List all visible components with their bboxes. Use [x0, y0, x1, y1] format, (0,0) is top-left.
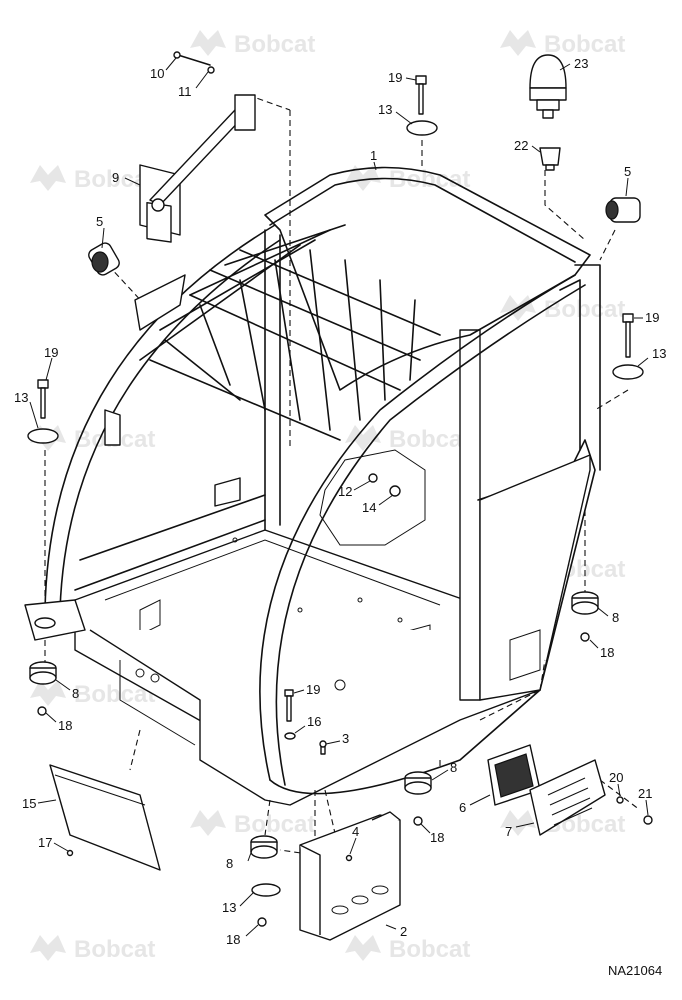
isolator-center [404, 771, 432, 826]
louvered-cover [529, 759, 653, 836]
beacon-mount [539, 147, 561, 171]
callout-13-left: 13 [14, 390, 28, 405]
callout-13-bottom: 13 [222, 900, 236, 915]
callout-19-floor: 19 [306, 682, 320, 697]
watermark-12: Bobcat [190, 810, 315, 838]
callout-8-bottom: 8 [226, 856, 233, 871]
callout-18-left: 18 [58, 718, 72, 733]
callout-15: 15 [22, 796, 36, 811]
watermark-text: Bobcat [544, 296, 625, 323]
callout-17: 17 [38, 835, 52, 850]
isolator-right [571, 591, 599, 642]
callout-18-center: 18 [430, 830, 444, 845]
callout-8-right: 8 [612, 610, 619, 625]
callout-8-center: 8 [450, 760, 457, 775]
filter [487, 744, 541, 806]
callout-3: 3 [342, 731, 349, 746]
callout-8-left: 8 [72, 686, 79, 701]
callout-10: 10 [150, 66, 164, 81]
callout-11: 11 [178, 84, 192, 99]
callout-18-right: 18 [600, 645, 614, 660]
grommet-detail [319, 449, 426, 546]
callout-22: 22 [514, 138, 528, 153]
watermark-text: Bobcat [389, 936, 470, 963]
callout-9: 9 [112, 170, 119, 185]
work-light-right [605, 197, 641, 223]
watermark-text: Bobcat [234, 811, 315, 838]
callout-19-right: 19 [645, 310, 659, 325]
right-mount [612, 313, 644, 380]
callout-19-top: 19 [388, 70, 402, 85]
watermark-14: Bobcat [30, 935, 155, 963]
floor-fasteners [284, 689, 327, 755]
callout-labels: 10 11 9 5 19 13 1 23 22 5 19 13 19 13 12… [14, 56, 666, 947]
callout-4: 4 [352, 824, 359, 839]
callout-2: 2 [400, 924, 407, 939]
callout-7: 7 [505, 824, 512, 839]
watermark-15: Bobcat [345, 935, 470, 963]
callout-21: 21 [638, 786, 652, 801]
side-panel [49, 764, 161, 871]
cab-frame [24, 166, 601, 806]
callout-5-left: 5 [96, 214, 103, 229]
watermark-text: Bobcat [389, 426, 470, 453]
mirror [139, 94, 256, 243]
watermark-7: Bobcat [345, 425, 470, 453]
drawing-reference: NA21064 [608, 963, 662, 978]
isolator-left [29, 661, 57, 716]
work-light-left [88, 242, 120, 276]
callout-5-right: 5 [624, 164, 631, 179]
callout-13-top: 13 [378, 102, 392, 117]
callout-12: 12 [338, 484, 352, 499]
callout-23: 23 [574, 56, 588, 71]
watermark-text: Bobcat [544, 31, 625, 58]
callout-6: 6 [459, 800, 466, 815]
callout-18-bottom: 18 [226, 932, 240, 947]
bolt-10 [173, 51, 215, 74]
callout-14: 14 [362, 500, 376, 515]
top-mount [406, 75, 438, 136]
watermark-text: Bobcat [234, 31, 315, 58]
watermark-text: Bobcat [74, 936, 155, 963]
callout-16: 16 [307, 714, 321, 729]
rear-brackets [104, 274, 241, 507]
left-mount [27, 379, 59, 444]
callout-19-left: 19 [44, 345, 58, 360]
isolator-bottom [250, 835, 281, 927]
callout-20: 20 [609, 770, 623, 785]
step [299, 811, 401, 941]
callout-13-right: 13 [652, 346, 666, 361]
watermark-2: Bobcat [500, 30, 625, 58]
watermark-1: Bobcat [190, 30, 315, 58]
callout-leaders [29, 57, 649, 937]
roof-guard [139, 224, 441, 441]
callout-1: 1 [370, 148, 377, 163]
watermark-3: Bobcat [30, 165, 155, 193]
beacon [529, 54, 567, 119]
